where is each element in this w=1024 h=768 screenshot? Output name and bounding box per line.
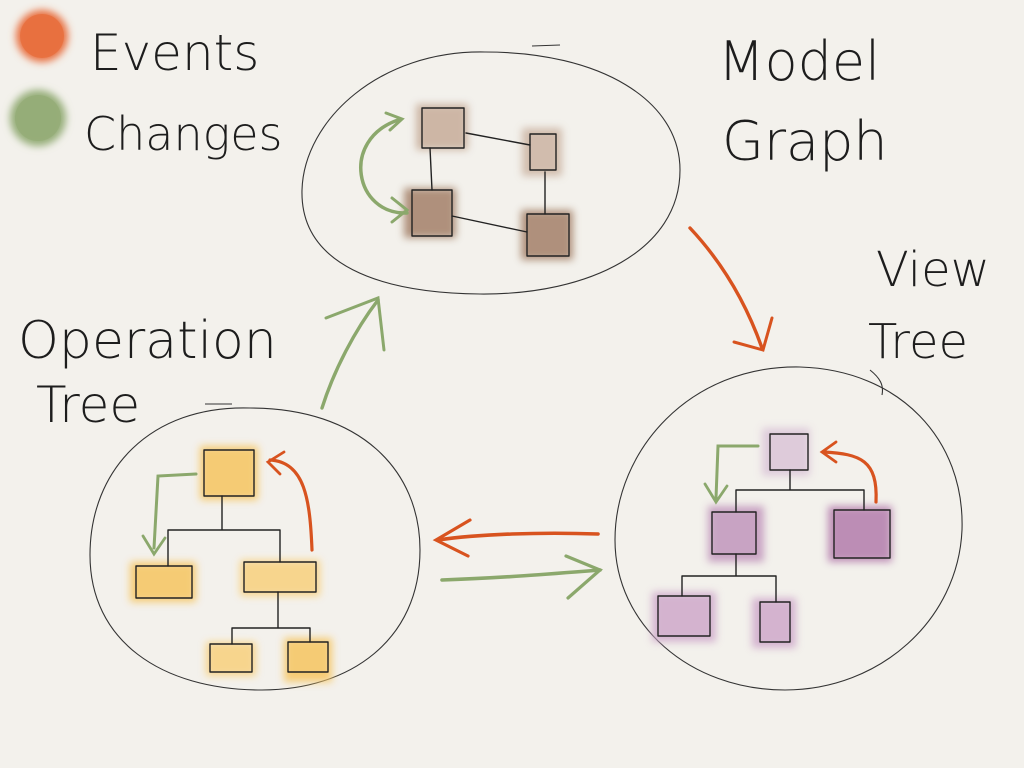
model-change-arrow bbox=[359, 111, 410, 224]
operation-node-mid-left bbox=[135, 565, 193, 599]
view-tree-boundary bbox=[614, 366, 963, 691]
model-graph-label-line2: Graph bbox=[722, 110, 888, 173]
events-arrow-view-to-operation bbox=[432, 518, 600, 558]
changes-arrow-operation-to-model bbox=[320, 295, 386, 410]
operation-tree-group bbox=[89, 407, 421, 691]
model-graph-group bbox=[301, 44, 681, 295]
operation-edges bbox=[167, 495, 311, 645]
operation-tree-label-line1: Operation bbox=[18, 311, 277, 371]
events-arrow-model-to-view bbox=[688, 226, 774, 352]
model-node-bottom-right bbox=[526, 213, 570, 257]
view-tree-label-line2: Tree bbox=[868, 314, 968, 370]
operation-change-arrow bbox=[141, 472, 198, 557]
view-tree-label-line1: View bbox=[876, 242, 990, 298]
view-node-leaf-right bbox=[759, 601, 791, 643]
model-graph-label-line1: Model bbox=[718, 30, 880, 93]
legend-item-events: Events bbox=[16, 10, 259, 82]
view-node-root bbox=[769, 433, 809, 471]
operation-tree-label-line2: Tree bbox=[36, 376, 140, 434]
view-node-mid-left bbox=[711, 511, 757, 555]
model-node-top-left bbox=[421, 107, 465, 149]
legend: Events Changes bbox=[10, 10, 283, 161]
model-node-top-right bbox=[529, 133, 557, 171]
operation-node-leaf-left bbox=[209, 643, 253, 673]
view-node-mid-right bbox=[833, 509, 891, 559]
changes-arrow-operation-to-view bbox=[440, 554, 603, 600]
events-label: Events bbox=[90, 24, 259, 82]
view-change-arrow bbox=[703, 444, 760, 505]
model-edge-left bbox=[429, 147, 433, 191]
changes-label: Changes bbox=[84, 107, 283, 161]
operation-node-leaf-right bbox=[287, 641, 329, 673]
view-event-arrow bbox=[819, 440, 878, 504]
view-edges bbox=[681, 469, 865, 603]
model-graph-boundary bbox=[301, 51, 681, 295]
model-edge-bottom bbox=[451, 215, 528, 233]
legend-item-changes: Changes bbox=[10, 90, 283, 161]
operation-node-root bbox=[203, 449, 255, 497]
view-node-leaf-left bbox=[657, 595, 711, 637]
operation-tree-boundary bbox=[89, 407, 421, 691]
view-tree-group bbox=[614, 366, 963, 691]
operation-event-arrow bbox=[265, 450, 314, 552]
model-edge-top bbox=[465, 132, 531, 146]
